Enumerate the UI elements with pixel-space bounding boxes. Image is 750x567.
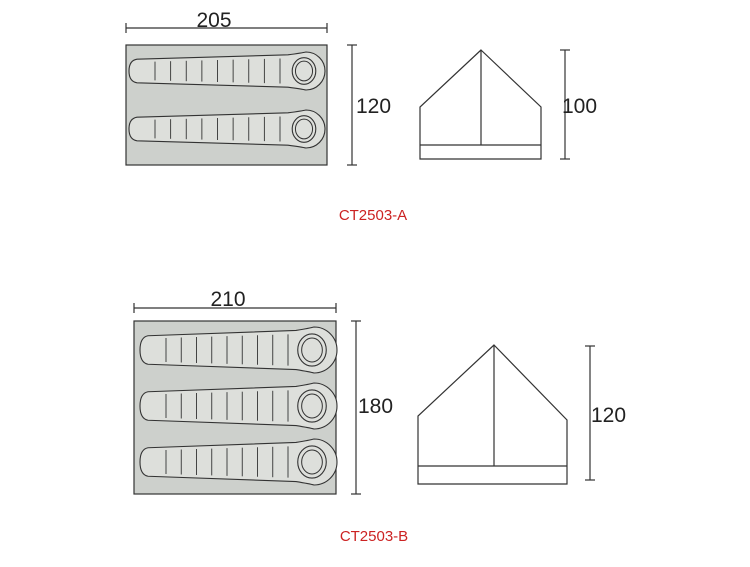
tent-a-floor-plan <box>125 44 328 166</box>
tent-b-depth-label: 180 <box>358 395 393 418</box>
tent-a-sleeping-bag <box>128 109 326 149</box>
tent-a-width-dimension: 205 <box>125 9 328 33</box>
tent-b-sleeping-bag <box>139 382 338 430</box>
tent-a-hood-inner <box>294 118 314 140</box>
tent-b-width-label: 210 <box>210 288 245 311</box>
tent-a-sleeping-bag <box>128 51 326 91</box>
tent-b-height-label: 120 <box>591 404 626 427</box>
tent-a-sleeping-bags <box>128 51 326 149</box>
tent-b-depth-dimension: 180 <box>351 320 393 495</box>
tent-a-model-label: CT2503-A <box>339 207 407 224</box>
tent-a-width-label: 205 <box>196 9 231 32</box>
tent-b-width-dimension: 210 <box>133 288 337 313</box>
tent-b-hood-inner <box>301 449 323 475</box>
tent-b-sleeping-bags <box>139 326 338 486</box>
tent-b-group: 210 180 120 CT2503-B <box>133 288 626 545</box>
tent-b-model-label: CT2503-B <box>340 528 408 545</box>
tent-b-sleeping-bag <box>139 326 338 374</box>
tent-b-floor-plan <box>133 320 338 495</box>
tent-a-height-dimension: 100 <box>560 49 597 160</box>
tent-a-depth-label: 120 <box>356 95 391 118</box>
tent-b-height-dimension: 120 <box>585 345 626 481</box>
tent-a-group: 205 120 100 CT2503-A <box>125 9 597 224</box>
tent-a-height-label: 100 <box>562 95 597 118</box>
tent-b-hood-inner <box>301 393 323 419</box>
tent-a-front-view <box>419 49 542 160</box>
tent-a-depth-dimension: 120 <box>347 44 391 166</box>
tent-b-hood-inner <box>301 337 323 363</box>
tent-b-front-view <box>417 344 568 485</box>
tent-a-hood-inner <box>294 60 314 82</box>
tent-b-sleeping-bag <box>139 438 338 486</box>
